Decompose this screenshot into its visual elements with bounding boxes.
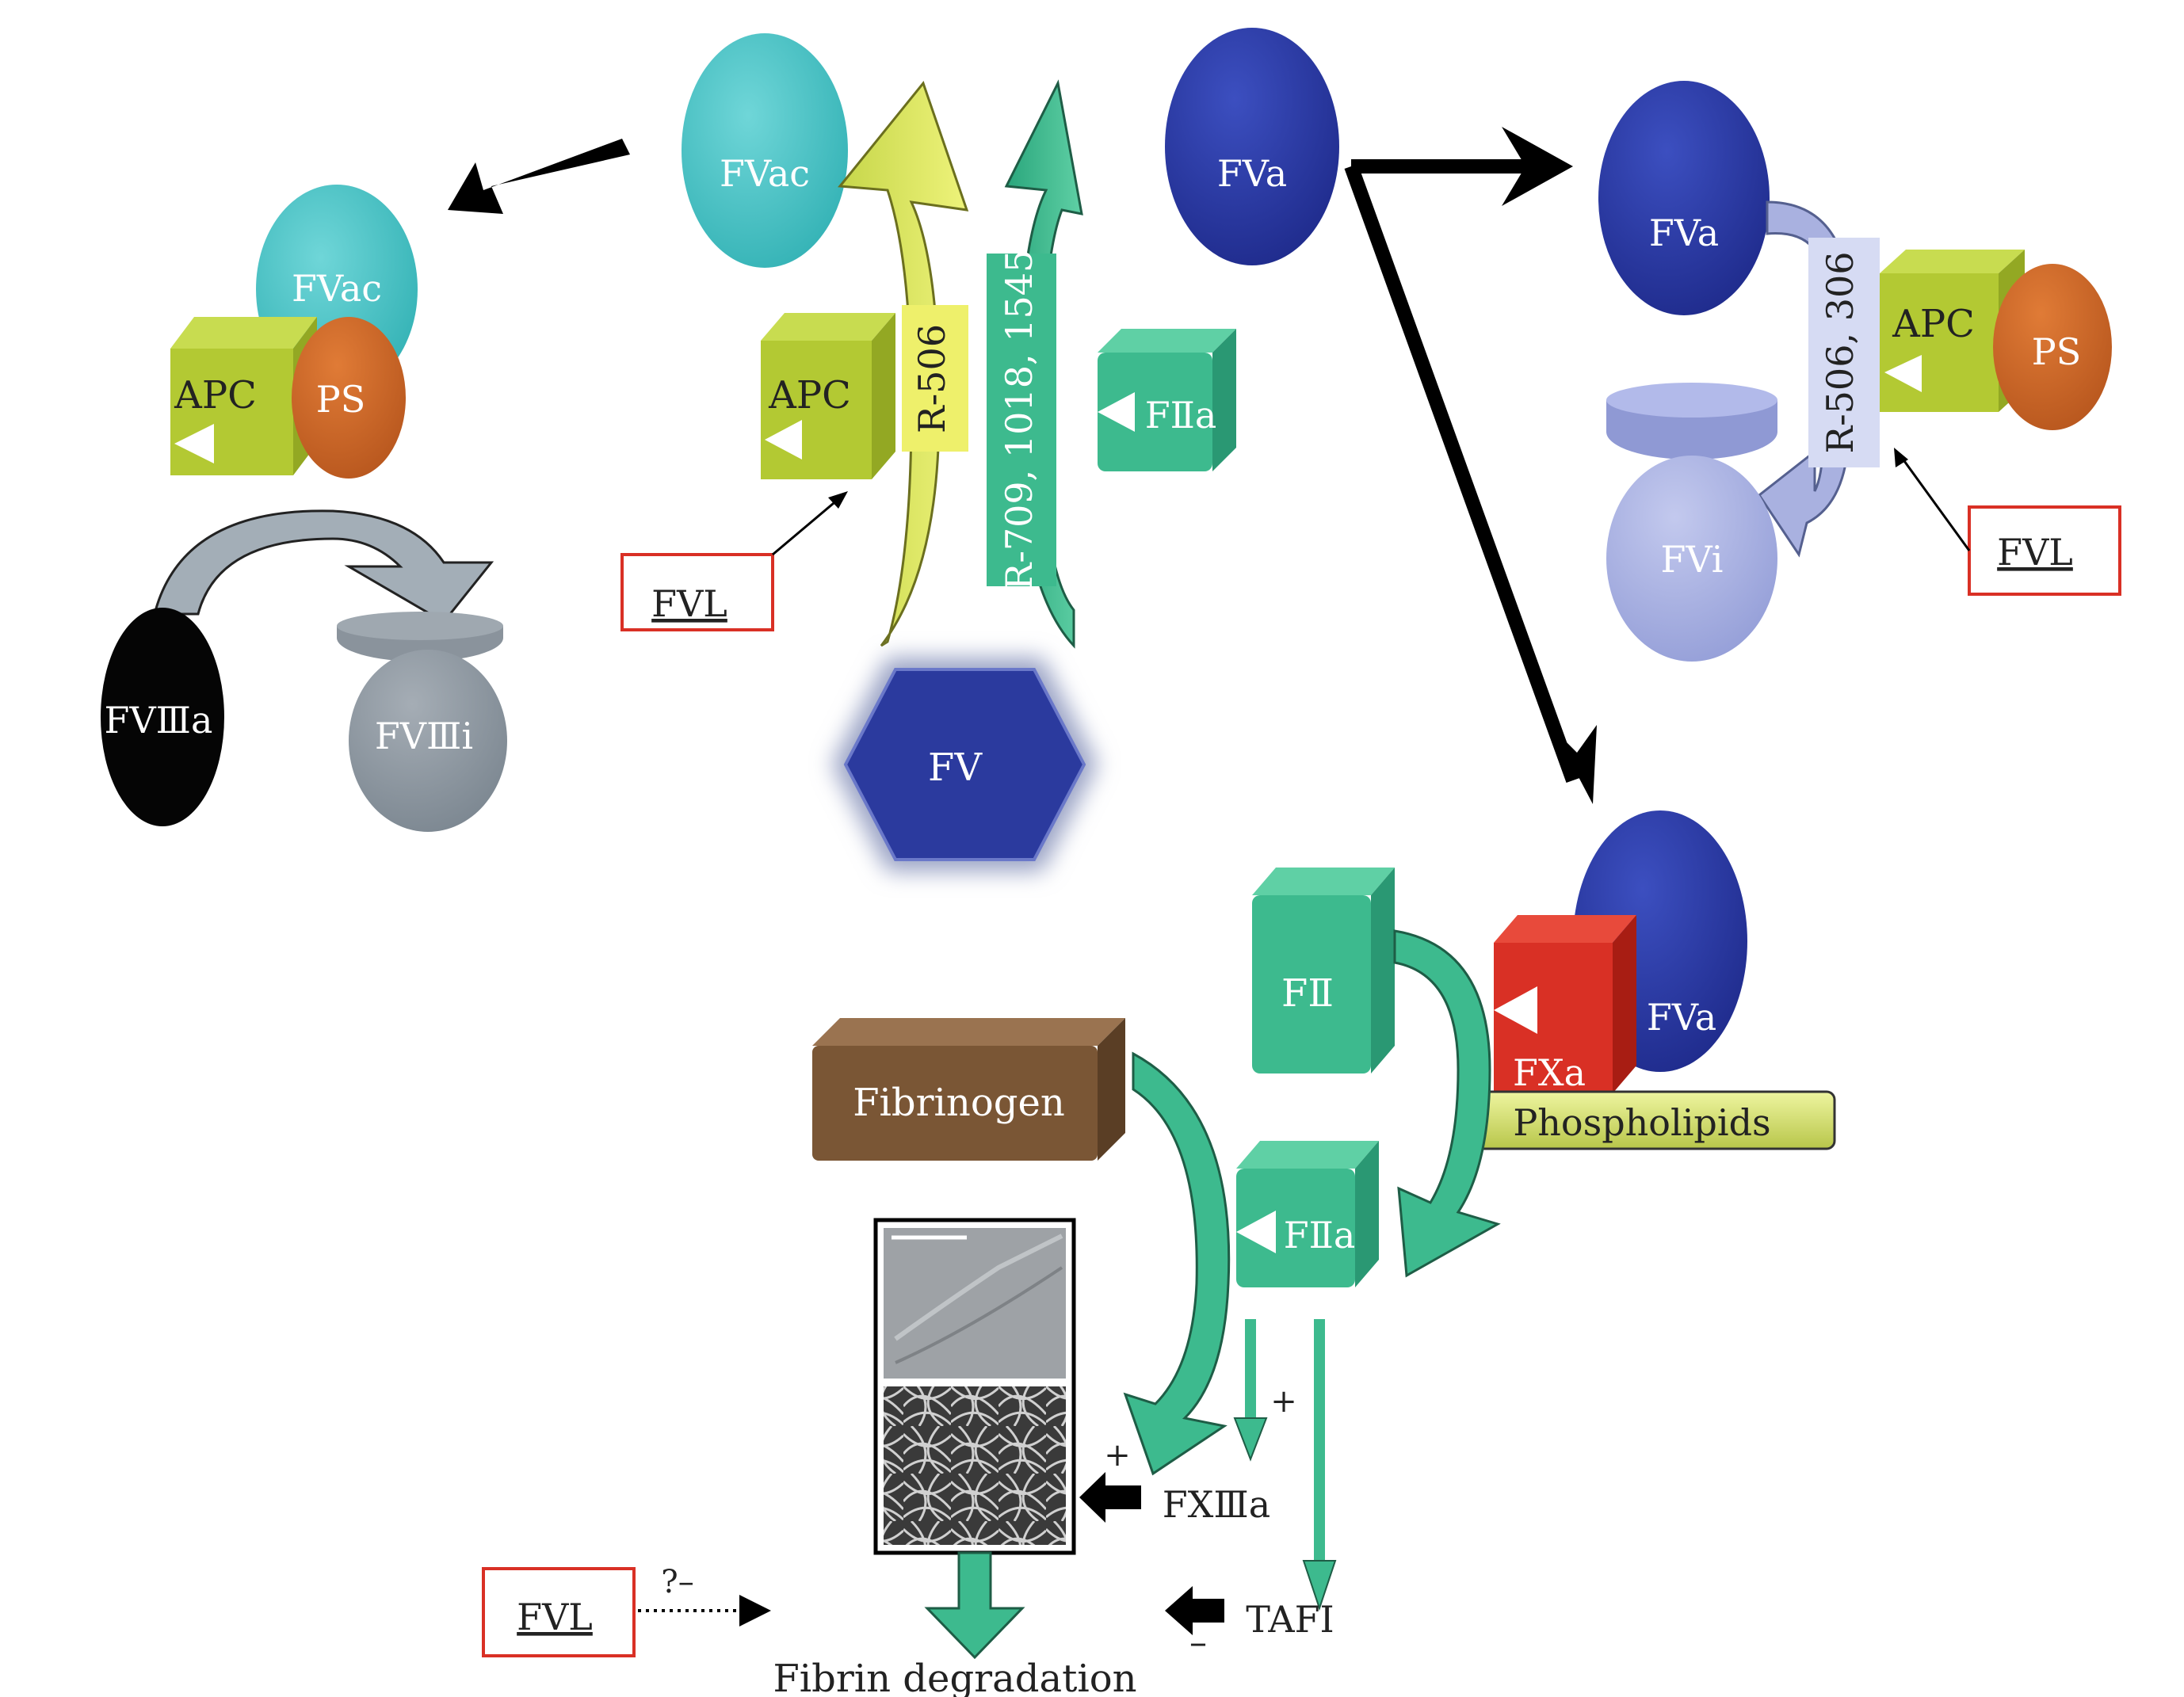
fiia-top-cube bbox=[1098, 329, 1236, 471]
yellow-curved-arrow bbox=[838, 80, 969, 647]
apc-left-label: APC bbox=[174, 373, 257, 418]
r506-306-label: R-506, 306 bbox=[1819, 251, 1861, 453]
fva-top-label: FVa bbox=[1217, 152, 1287, 195]
fvl-center-box bbox=[620, 553, 774, 631]
fii-cube bbox=[1252, 868, 1395, 1073]
fvl-center-label: FVL bbox=[651, 582, 727, 625]
fvl-right-pointer bbox=[1899, 455, 1971, 551]
fxiiia-label: FXⅢa bbox=[1163, 1483, 1270, 1526]
fiia-top-label: FⅡa bbox=[1145, 394, 1217, 437]
fxa-cube bbox=[1494, 915, 1636, 1093]
tafi-black-arrow bbox=[1165, 1586, 1224, 1635]
ps-left-ellipse bbox=[292, 317, 406, 479]
fvac-top-label: FVac bbox=[720, 152, 810, 195]
apc-center-label: APC bbox=[768, 373, 851, 418]
fiia-bottom-cube bbox=[1236, 1141, 1379, 1287]
fviiia-ellipse bbox=[101, 608, 224, 826]
fxiiia-black-arrow bbox=[1079, 1472, 1141, 1523]
plus-fxiii: + bbox=[1270, 1383, 1297, 1420]
tafi-label: TAFⅠ bbox=[1246, 1598, 1334, 1641]
fiia-bottom-label: FⅡa bbox=[1284, 1214, 1356, 1257]
apc-right-label: APC bbox=[1892, 302, 1975, 346]
fvac-top-ellipse bbox=[682, 33, 848, 268]
fibrin-down-arrow bbox=[924, 1551, 1025, 1660]
ps-left-label: PS bbox=[316, 378, 365, 421]
fvi-label: FVi bbox=[1660, 538, 1723, 581]
minus-tafi: – bbox=[1189, 1623, 1207, 1663]
fviiii-ellipse bbox=[349, 650, 507, 832]
r709-label: R-709, 1018, 1545 bbox=[998, 250, 1040, 591]
fva-bottom-label: FVa bbox=[1647, 996, 1716, 1039]
fii-to-fiia-arrow bbox=[1393, 929, 1501, 1278]
question-minus: ?– bbox=[661, 1564, 693, 1600]
fibrin-image-bottom bbox=[884, 1386, 1066, 1545]
r506-label: R-506 bbox=[911, 324, 953, 433]
fva-right-label: FVa bbox=[1649, 212, 1719, 254]
fvl-right-label: FVL bbox=[1997, 531, 2073, 574]
arrow-left-big bbox=[448, 139, 630, 214]
fibrin-degradation-label: Fibrin degradation bbox=[773, 1657, 1136, 1697]
apc-center-cube bbox=[761, 313, 895, 479]
fv-label: FV bbox=[928, 746, 983, 790]
fviiia-label: FVⅢa bbox=[105, 699, 213, 742]
phospholipids-label: Phospholipids bbox=[1513, 1101, 1770, 1144]
ps-right-ellipse bbox=[1993, 264, 2112, 430]
fvl-bottom-box bbox=[482, 1567, 636, 1657]
fibrinogen-block bbox=[812, 1018, 1125, 1161]
r709-box bbox=[987, 254, 1056, 586]
fva-right-ellipse bbox=[1598, 81, 1770, 315]
r506-box bbox=[902, 305, 968, 452]
fibrinogen-to-fibrin-arrow bbox=[1123, 1051, 1231, 1476]
fxa-label: FXa bbox=[1513, 1051, 1586, 1094]
fv-hexagon bbox=[843, 668, 1086, 861]
plus-fibrin: + bbox=[1104, 1437, 1131, 1474]
fva-top-ellipse bbox=[1165, 28, 1339, 265]
fviiii-label: FVⅢi bbox=[375, 715, 473, 757]
fvl-bottom-label: FVL bbox=[517, 1596, 593, 1638]
fvl-center-pointer bbox=[772, 498, 839, 556]
fvi-ellipse bbox=[1606, 456, 1777, 662]
arrow-fva-down bbox=[1344, 163, 1580, 784]
fii-label: FⅡ bbox=[1281, 971, 1334, 1016]
gray-curved-arrow bbox=[153, 509, 494, 624]
ps-right-label: PS bbox=[2032, 330, 2081, 373]
fvl-right-box bbox=[1968, 505, 2121, 596]
fibrinogen-label: Fibrinogen bbox=[853, 1081, 1065, 1125]
fvac-complex-label: FVac bbox=[292, 267, 382, 310]
r506-306-box bbox=[1808, 238, 1880, 467]
